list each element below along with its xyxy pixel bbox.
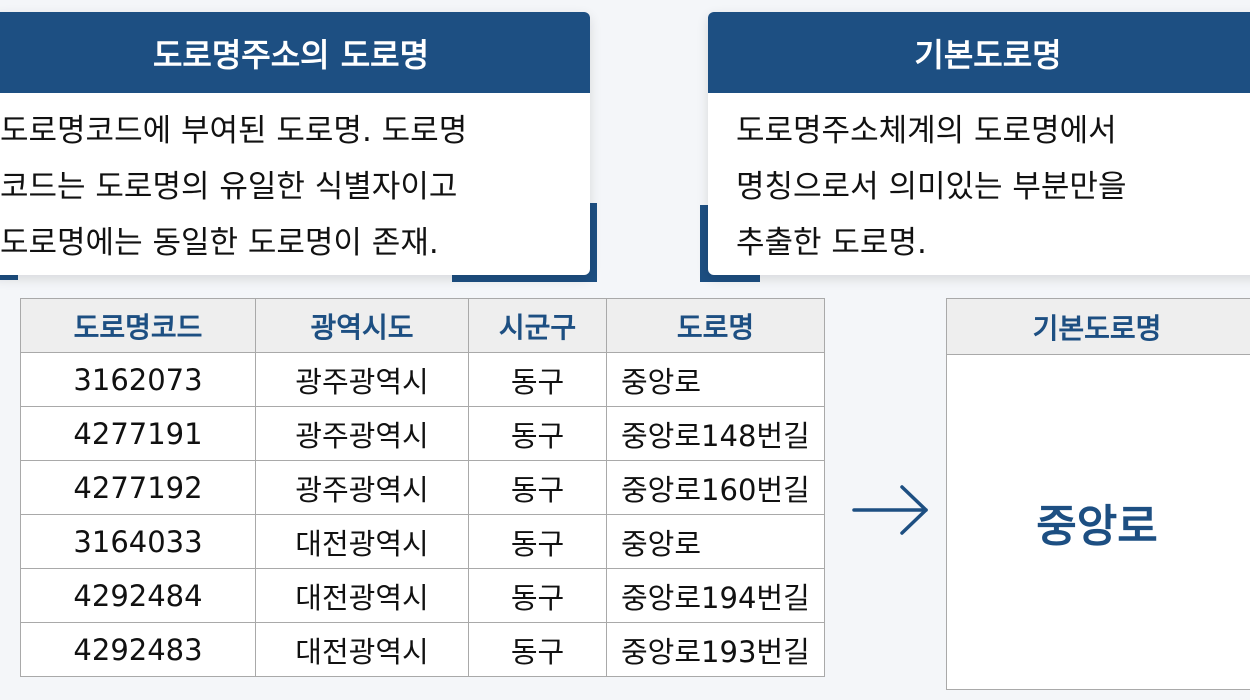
- district-cell: 동구: [468, 622, 607, 677]
- right-definition-card: 기본도로명 도로명주소체계의 도로명에서 명칭으로서 의미있는 부분만을 추출한…: [708, 12, 1250, 275]
- base-road-name-header: 기본도로명: [947, 299, 1250, 355]
- province-cell: 대전광역시: [255, 622, 469, 677]
- province-cell: 대전광역시: [255, 568, 469, 623]
- description-line: 추출한 도로명.: [736, 225, 927, 261]
- left-definition-card: 도로명주소의 도로명 도로명코드에 부여된 도로명. 도로명 코드는 도로명의 …: [0, 12, 590, 275]
- column-header-province: 광역시도: [255, 298, 469, 353]
- left-card-description: 도로명코드에 부여된 도로명. 도로명 코드는 도로명의 유일한 식별자이고 도…: [0, 93, 590, 271]
- district-cell: 동구: [468, 514, 607, 569]
- right-card-title: 기본도로명: [708, 12, 1250, 93]
- column-header-district: 시군구: [468, 298, 607, 353]
- road-name-cell: 중앙로193번길: [606, 622, 825, 677]
- district-cell: 동구: [468, 568, 607, 623]
- road-code-cell: 3164033: [20, 514, 256, 569]
- arrow-right-icon: [852, 485, 928, 535]
- column-header-road-code: 도로명코드: [20, 298, 256, 353]
- province-cell: 광주광역시: [255, 460, 469, 515]
- table-header-row: 도로명코드 광역시도 시군구 도로명: [20, 298, 825, 353]
- road-name-cell: 중앙로: [606, 352, 825, 407]
- description-line: 명칭으로서 의미있는 부분만을: [736, 169, 1127, 205]
- district-cell: 동구: [468, 406, 607, 461]
- column-header-road-name: 도로명: [606, 298, 825, 353]
- description-line: 코드는 도로명의 유일한 식별자이고: [0, 169, 458, 205]
- province-cell: 광주광역시: [255, 406, 469, 461]
- district-cell: 동구: [468, 352, 607, 407]
- left-card-title: 도로명주소의 도로명: [0, 12, 590, 93]
- road-code-cell: 4292483: [20, 622, 256, 677]
- description-line: 도로명코드에 부여된 도로명. 도로명: [0, 113, 468, 149]
- district-cell: 동구: [468, 460, 607, 515]
- base-road-name-value: 중앙로: [1036, 500, 1158, 552]
- road-name-cell: 중앙로160번길: [606, 460, 825, 515]
- road-name-cell: 중앙로194번길: [606, 568, 825, 623]
- road-name-cell: 중앙로: [606, 514, 825, 569]
- road-code-cell: 4277192: [20, 460, 256, 515]
- road-name-cell: 중앙로148번길: [606, 406, 825, 461]
- road-code-cell: 4292484: [20, 568, 256, 623]
- road-code-cell: 3162073: [20, 352, 256, 407]
- base-road-name-box: 기본도로명 중앙로: [946, 298, 1250, 690]
- description-line: 도로명에는 동일한 도로명이 존재.: [0, 225, 439, 261]
- road-code-cell: 4277191: [20, 406, 256, 461]
- right-card-description: 도로명주소체계의 도로명에서 명칭으로서 의미있는 부분만을 추출한 도로명.: [708, 93, 1250, 271]
- province-cell: 대전광역시: [255, 514, 469, 569]
- province-cell: 광주광역시: [255, 352, 469, 407]
- description-line: 도로명주소체계의 도로명에서: [736, 113, 1117, 149]
